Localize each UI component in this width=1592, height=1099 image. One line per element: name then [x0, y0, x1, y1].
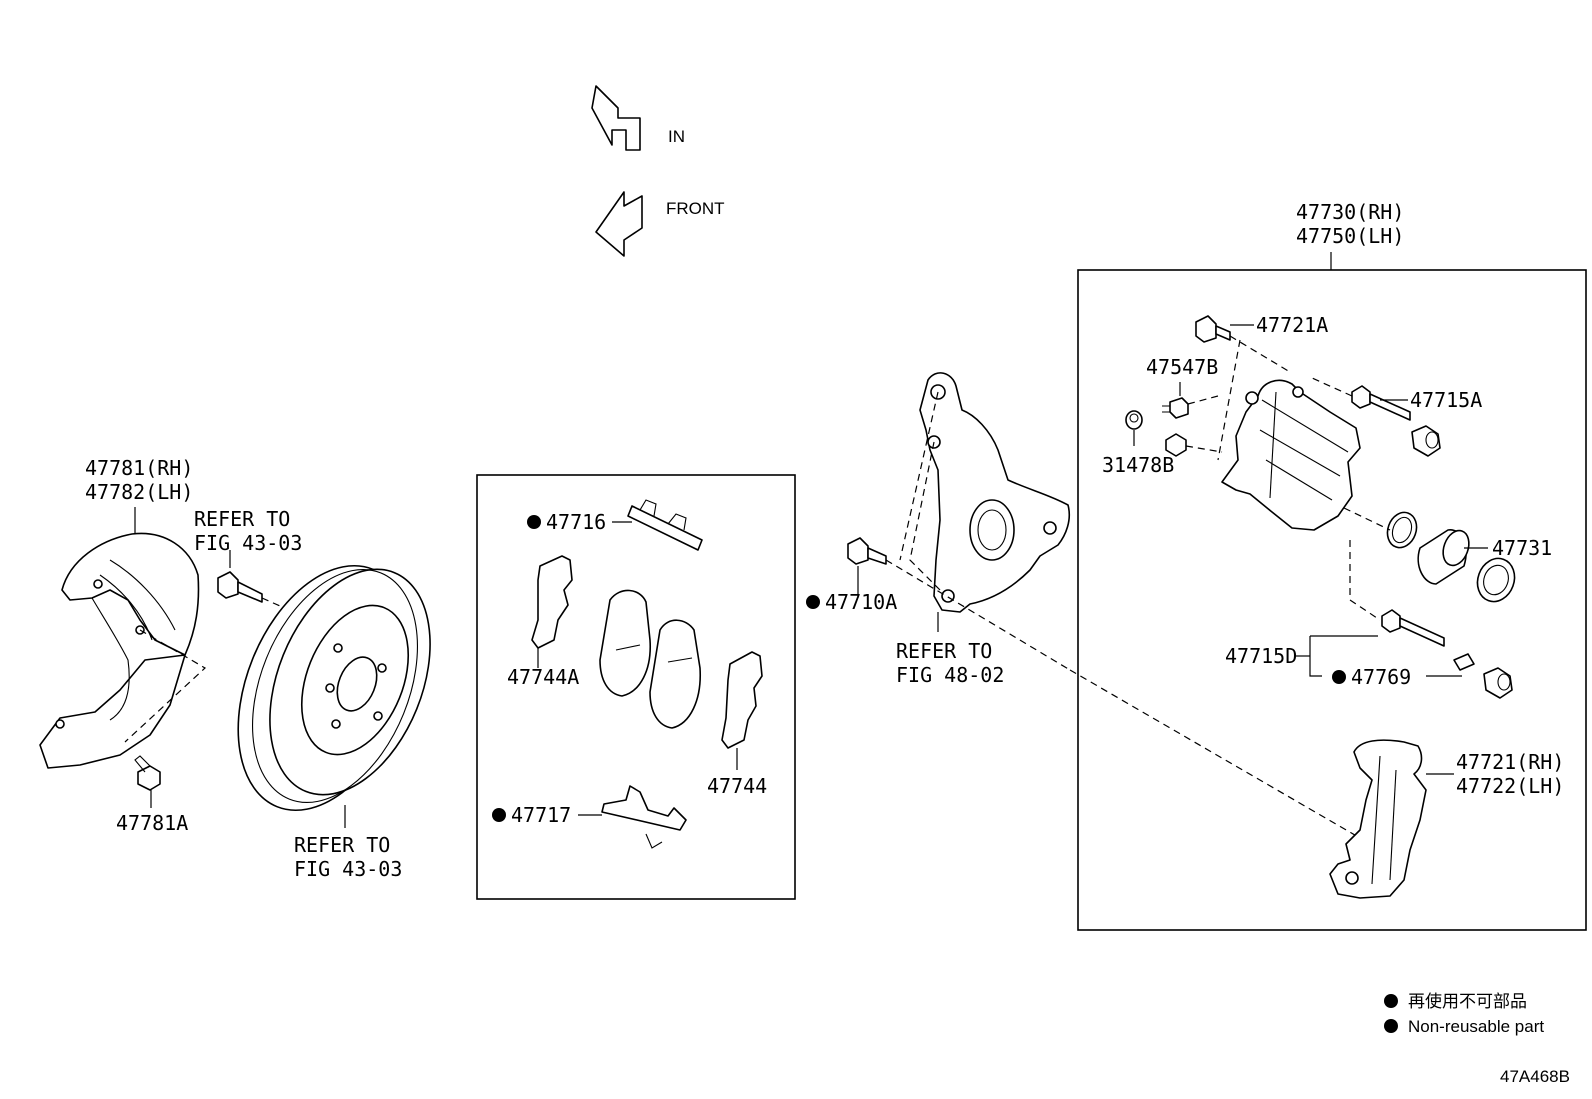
- part-47722-lh-label: 47722(LH): [1456, 774, 1564, 798]
- part-47715d-label: 47715D: [1225, 644, 1297, 668]
- in-label: IN: [668, 127, 685, 146]
- legend-dot-en: [1384, 1019, 1398, 1033]
- piston-boot: [1476, 557, 1516, 603]
- cap-31478b: [1125, 410, 1143, 430]
- part-47716-label: 47716: [546, 510, 606, 534]
- piston-seal: [1386, 511, 1418, 549]
- refer-a-line1: REFER TO: [194, 507, 290, 531]
- bleeder-plug-47547b: [1162, 397, 1189, 419]
- caliper-assembly-box: [1077, 269, 1587, 931]
- part-47715a-label: 47715A: [1410, 388, 1482, 412]
- legend-dot-jp: [1384, 994, 1398, 1008]
- caliper-piston: [1417, 529, 1470, 585]
- anti-squeal-shim-47744a: [531, 555, 573, 649]
- refer-b-line2: FIG 43-03: [294, 857, 402, 881]
- refer-c-line2: FIG 48-02: [896, 663, 1004, 687]
- guide-pin-47715d: [1381, 609, 1445, 647]
- figure-code: 47A468B: [1500, 1067, 1570, 1086]
- caliper-body: [1221, 379, 1361, 531]
- bushing-47769: [1453, 653, 1475, 671]
- bleeder-cap-small: [1165, 433, 1187, 457]
- part-47730-rh-label: 47730(RH): [1296, 200, 1404, 224]
- brake-pad-outer: [649, 619, 701, 729]
- front-direction-arrow: [595, 191, 643, 257]
- part-47744a-label: 47744A: [507, 665, 579, 689]
- bolt-47781a: [134, 755, 161, 791]
- dust-cover: [39, 532, 200, 769]
- caliper-bracket: [1329, 739, 1427, 899]
- refer-b-line1: REFER TO: [294, 833, 390, 857]
- hub-bolt: [217, 571, 263, 603]
- part-47750-lh-label: 47750(LH): [1296, 224, 1404, 248]
- part-47717-label: 47717: [511, 803, 571, 827]
- part-47731-label: 47731: [1492, 536, 1552, 560]
- part-31478b-label: 31478B: [1102, 453, 1174, 477]
- front-label: FRONT: [666, 199, 725, 218]
- refer-c-line1: REFER TO: [896, 639, 992, 663]
- part-47769-label: 47769: [1351, 665, 1411, 689]
- legend-en-text: Non-reusable part: [1408, 1017, 1544, 1036]
- anti-squeal-shim-47744: [721, 651, 763, 749]
- part-47781a-label: 47781A: [116, 811, 188, 835]
- legend-jp-text: 再使用不可部品: [1408, 991, 1527, 1011]
- steering-knuckle: [919, 372, 1071, 613]
- part-47721a-label: 47721A: [1256, 313, 1328, 337]
- guide-pin-47715a: [1351, 385, 1411, 421]
- bolt-47710a: [847, 537, 887, 565]
- brake-pad-inner: [599, 589, 651, 697]
- pad-support-plate-47717: [601, 785, 687, 849]
- brake-disc-rotor: [237, 564, 431, 812]
- part-47710a-label: 47710A: [825, 590, 897, 614]
- part-47547b-label: 47547B: [1146, 355, 1218, 379]
- part-47781-rh-label: 47781(RH): [85, 456, 193, 480]
- guide-pin-boot-upper: [1411, 425, 1441, 457]
- refer-a-line2: FIG 43-03: [194, 531, 302, 555]
- part-47721-rh-label: 47721(RH): [1456, 750, 1564, 774]
- part-47782-lh-label: 47782(LH): [85, 480, 193, 504]
- shim-47716: [627, 499, 703, 551]
- pad-kit-box: [476, 474, 796, 900]
- in-direction-arrow: [591, 85, 641, 151]
- bolt-47721a: [1195, 315, 1231, 343]
- part-47744-label: 47744: [707, 774, 767, 798]
- guide-pin-boot-lower: [1483, 667, 1513, 699]
